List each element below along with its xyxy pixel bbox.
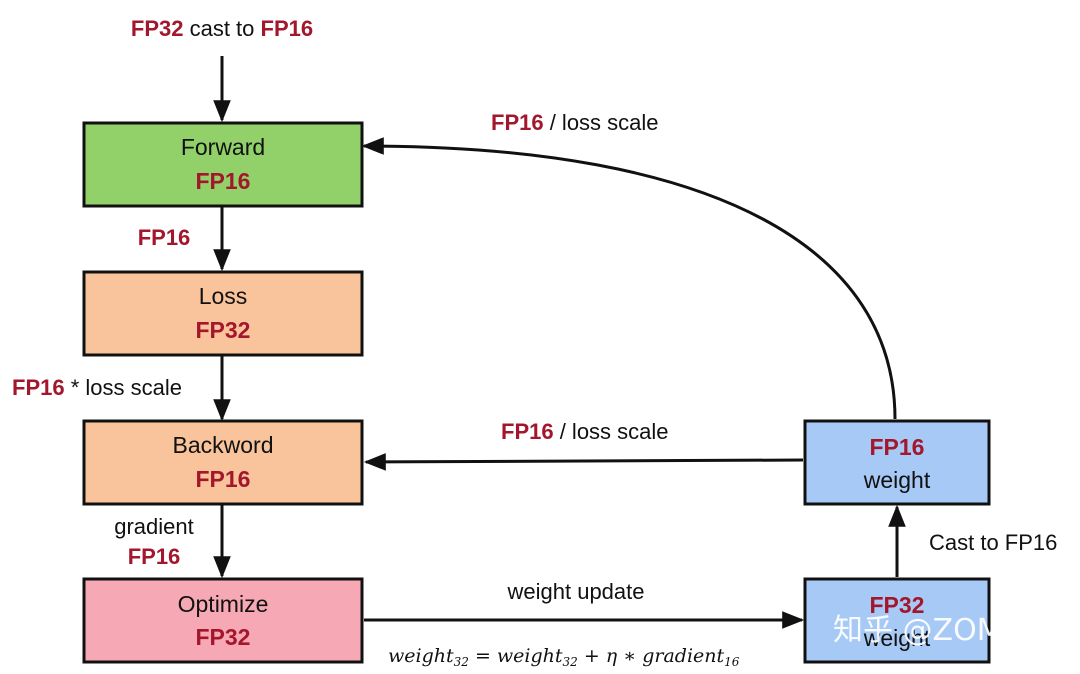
fp32-weight-box: FP32 weight <box>803 577 991 664</box>
forward-box: Forward FP16 <box>82 121 364 208</box>
fp16-weight-title: weight <box>863 467 931 493</box>
arrow-weight-to-forward <box>361 137 897 420</box>
forward-precision: FP16 <box>196 168 251 194</box>
weight-to-forward-label: FP16 / loss scale <box>491 110 659 135</box>
fp16-weight-precision: FP16 <box>870 434 925 460</box>
weight-to-backword-label: FP16 / loss scale <box>501 419 669 444</box>
watermark: 知乎 @ZOMI酱 <box>833 613 1041 648</box>
weight-update-label: weight update <box>507 579 645 604</box>
loss-box: Loss FP32 <box>82 270 364 357</box>
loss-to-backword-label: FP16 * loss scale <box>12 375 182 400</box>
forward-to-loss-label: FP16 <box>138 225 191 250</box>
loss-title: Loss <box>199 283 248 309</box>
top-cast-label: FP32 cast to FP16 <box>131 16 313 41</box>
backword-precision: FP16 <box>196 466 251 492</box>
cast-to-fp16-label: Cast to FP16 <box>929 530 1057 555</box>
backword-box: Backword FP16 <box>82 419 364 506</box>
optimize-title: Optimize <box>178 591 269 617</box>
arrow-weight-to-backword <box>363 453 804 471</box>
backword-title: Backword <box>173 432 274 458</box>
gradient-label: gradient <box>114 514 194 539</box>
loss-precision: FP32 <box>196 317 251 343</box>
forward-title: Forward <box>181 134 265 160</box>
fp32-weight-title: weight <box>863 625 931 651</box>
gradient-fp16-label: FP16 <box>128 544 181 569</box>
optimize-precision: FP32 <box>196 624 251 650</box>
optimize-box: Optimize FP32 <box>82 577 364 664</box>
update-formula: weight32 = weight32 + η ∗ gradient16 <box>388 645 740 669</box>
fp16-weight-box: FP16 weight <box>803 419 991 506</box>
fp32-weight-precision: FP32 <box>870 592 925 618</box>
